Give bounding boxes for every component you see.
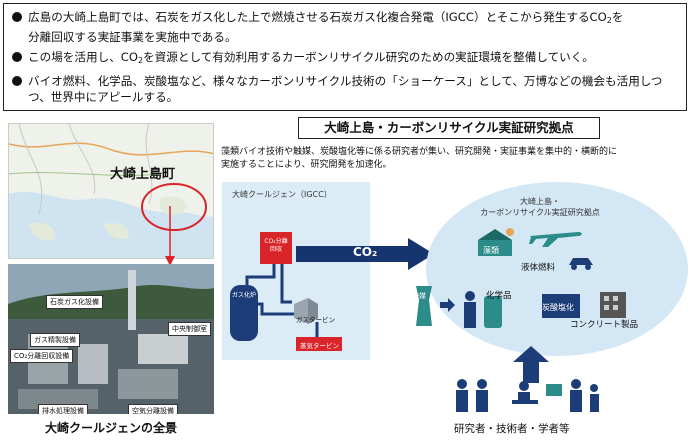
bullet-dot (12, 76, 22, 86)
researchers-up-arrow (513, 346, 549, 383)
map-to-photo-arrow (165, 206, 175, 266)
photo-label: 中央制御室 (168, 322, 211, 336)
car-icon (569, 258, 593, 270)
location-map (8, 123, 214, 259)
catalyst-icon (416, 286, 432, 326)
steam-turbine-label: 蒸気タービン (300, 342, 339, 350)
photo-label: ガス精製設備 (30, 333, 80, 347)
concrete-label: コンクリート製品 (570, 320, 639, 330)
bullet-3: バイオ燃料、化学品、炭酸塩など、様々なカーボンリサイクル技術の「ショーケース」と… (12, 73, 678, 105)
gas-turbine-label: ガスタービン (296, 316, 335, 324)
bullet-dot (12, 12, 22, 22)
ellipse-title: 大崎上島・ カーボンリサイクル実証研究拠点 (480, 197, 600, 217)
catalyst-arrow-icon (440, 298, 455, 312)
photo-label: CO₂分離回収設備 (10, 349, 74, 363)
bullet-2: この場を活用し、CO2を資源として有効利用するカーボンリサイクル研究のための実証… (12, 49, 678, 69)
co2-arrow-label: CO₂ (353, 245, 378, 259)
map-title: 大崎上島町 (110, 167, 176, 182)
liquid-fuel-label: 液体燃料 (521, 263, 556, 273)
concrete-building-icon (600, 292, 626, 318)
gasifier-label: ガス化炉 (232, 292, 257, 299)
co2-unit-label: CO₂分離回収 (264, 238, 288, 253)
hub-title: 大崎上島・カーボンリサイクル実証研究拠点 (298, 117, 600, 139)
chemicals-icon (464, 291, 502, 328)
algae-label: 藻類 (483, 246, 499, 255)
photo-label: 石炭ガス化設備 (46, 295, 103, 309)
airplane-icon (529, 232, 582, 247)
co2-arrow (296, 238, 434, 270)
bullet-dot (12, 52, 22, 62)
photo-label: 排水処理設備 (38, 404, 88, 414)
carbonation-icon (542, 294, 580, 318)
carbonation-label: 炭酸塩化 (542, 303, 574, 312)
igcc-title: 大崎クールジェン（IGCC） (232, 190, 332, 199)
plant-photo: 石炭ガス化設備 中央制御室 ガス精製設備 CO₂分離回収設備 排水処理設備 空気… (8, 264, 214, 414)
chemicals-label: 化学品 (486, 291, 512, 301)
igcc-flow-diagram (230, 232, 342, 351)
map-graphic (9, 124, 213, 258)
hub-description: 藻類バイオ技術や触媒、炭酸塩化等に係る研究者が集い、研究開発・実証事業を集中的・… (221, 147, 618, 170)
photo-caption: 大崎クールジェンの全景 (44, 421, 177, 435)
summary-box: 広島の大崎上島町では、石炭をガス化した上で燃焼させる石炭ガス化複合発電（IGCC… (3, 3, 687, 111)
algae-icon (478, 228, 514, 256)
bullet-1: 広島の大崎上島町では、石炭をガス化した上で燃焼させる石炭ガス化複合発電（IGCC… (12, 9, 678, 45)
researchers-icon (456, 379, 599, 412)
catalyst-label: 触媒 (412, 292, 426, 300)
photo-label: 空気分離設備 (128, 404, 178, 414)
researchers-label: 研究者・技術者・学者等 (454, 423, 570, 435)
